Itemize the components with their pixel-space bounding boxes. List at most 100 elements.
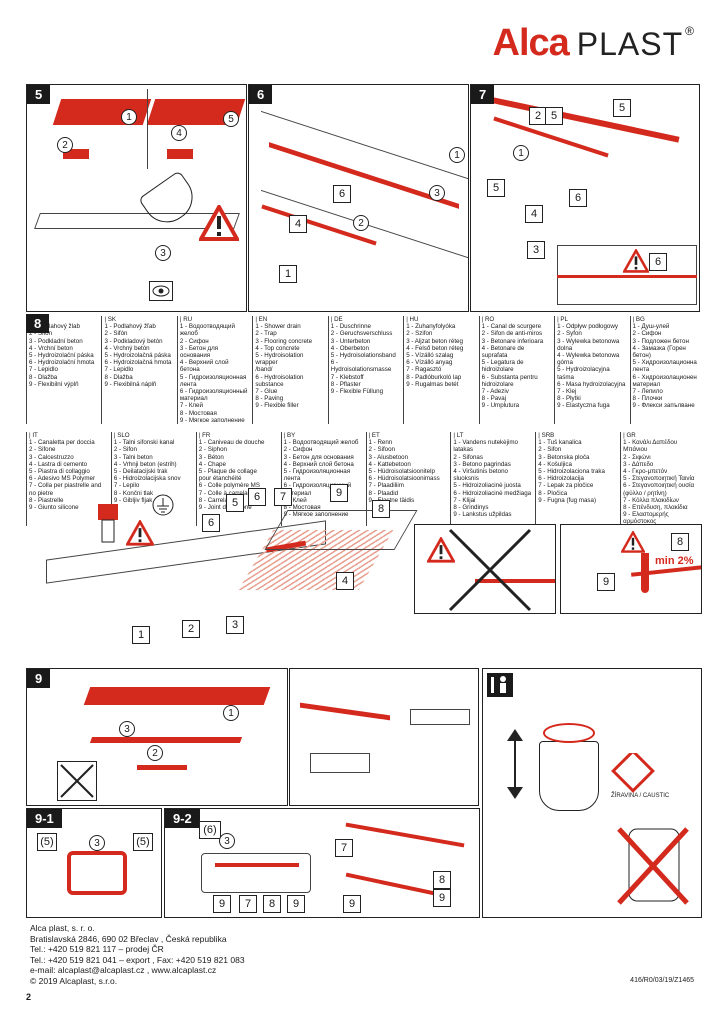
callout: 1	[121, 109, 137, 125]
legend-item: 4 - Viršutinis betono sluoksnis	[453, 468, 508, 483]
legend-item: 1 - Talni sifonski kanal	[113, 439, 175, 447]
legend-language: | SLO	[113, 432, 130, 440]
legend-item: 4 - Felső beton réteg	[406, 344, 464, 352]
legend-item: 9 - Lankstus užpildas	[453, 511, 512, 519]
callout: 3	[89, 835, 105, 851]
legend-item: 4 - Lastra di cemento	[29, 460, 88, 468]
legend-item: 2 - Sifón	[104, 330, 128, 338]
legend-item: 6 - Colle polymère MS	[198, 482, 260, 490]
ground-icon	[152, 494, 174, 516]
legend-language: | RU	[179, 316, 193, 323]
legend-item: 2 - Trap	[255, 330, 277, 338]
legend-item: 3 - Aljzat beton réteg	[406, 337, 463, 345]
callout: 5	[487, 179, 505, 197]
legend-item: 3 - Unterbeton	[330, 337, 371, 345]
legend-item: 8 - Paving	[255, 395, 284, 403]
panel-number: 5	[27, 85, 51, 104]
callout: 6	[569, 189, 587, 207]
legend-item: 7 - Colle à carrelage	[198, 489, 255, 497]
drain-grate-red	[52, 99, 152, 125]
siphon-insert	[539, 741, 599, 811]
legend-item: 9 - Флекси запълване	[632, 402, 695, 410]
legend-item: 7 - Plaadiliim	[368, 482, 404, 490]
legend-item: 6 - Hidroizoliacinė medžiaga	[453, 489, 532, 497]
legend-item: 4 - Košuljica	[538, 460, 572, 468]
page-number: 2	[26, 992, 32, 1002]
legend-item: 9 - Ελαστομερής αρμόστοκος	[623, 511, 669, 526]
legend-item: 1 - Podlahový žľab	[104, 323, 156, 331]
footer-line: © 2019 Alcaplast, s.r.o.	[30, 975, 118, 986]
legend-item: 5 - Hydroizolacyjna taśma	[557, 366, 610, 381]
legend-language: | SK	[104, 316, 117, 323]
caustic-icon	[611, 753, 655, 793]
legend-item: 5 - Piastra di collaggio	[29, 468, 90, 476]
footer-line: Tel.: +420 519 821 041 – export , Fax: +…	[30, 954, 245, 965]
company-footer: Alca plast, s. r. o. Bratislavská 2846, …	[30, 923, 245, 986]
callout: 8	[263, 895, 281, 913]
callout: (6)	[199, 821, 221, 839]
legend-item: 4 - Wylewka betonowa górna	[557, 352, 620, 367]
grate-frame	[310, 753, 370, 773]
caustic-label: ŽÍRAVINA / CAUSTIC	[611, 793, 670, 799]
legend-item: 8 - Επένδυση, πλακίδια	[623, 504, 688, 512]
legend-item: 5 - Στεγανοποιητική Ταινία	[623, 475, 695, 483]
document-reference: 416/R0/03/19/Z1465	[630, 977, 694, 984]
warning-icon	[427, 537, 455, 563]
legend-item: 1 - Caniveau de douche	[198, 439, 265, 447]
legend-item: 3 - Alusbetoon	[368, 453, 409, 461]
legend-item: 2 - Sifon de anti-miros	[481, 330, 543, 338]
legend-item: 9 - Fugna (fug masa)	[538, 496, 597, 504]
hydroisolation-layer	[557, 275, 697, 278]
callout: (5)	[37, 833, 57, 851]
legend-item: 7 - Κόλλα πλακιδίων	[623, 496, 679, 504]
person-icon	[487, 673, 513, 697]
legend-item: 5 - Deilatacijski trak	[113, 468, 168, 476]
legend-item: 6 - Hidroizolacija	[538, 475, 584, 483]
callout: 6	[649, 253, 667, 271]
legend-item: 2 - Сифон	[283, 446, 313, 454]
up-down-arrow-icon	[507, 729, 523, 799]
legend-item: 4 - Kattebetoon	[368, 460, 411, 468]
warning-icon	[126, 520, 154, 546]
grate-frame	[201, 853, 311, 893]
legend-item: 7 - Лепило	[632, 388, 663, 396]
callout: 6	[333, 185, 351, 203]
legend-item: 2 - Geruchsverschluss	[330, 330, 393, 338]
legend-language: | HU	[406, 316, 419, 323]
legend-item: 8 - Dlažba	[29, 373, 58, 381]
footer-line: Alca plast, s. r. o.	[30, 923, 95, 933]
callout: 3	[119, 721, 135, 737]
warning-icon	[621, 531, 645, 553]
callout: 7	[335, 839, 353, 857]
callout: 4	[336, 572, 354, 590]
legend-item: 6 - Hidroizolacijska snov	[113, 475, 181, 483]
legend-item: 3 - Δάπεδο	[623, 460, 654, 468]
legend-item: 7 - Klej	[557, 388, 577, 396]
legend-item: 8 - Plaadid	[368, 489, 399, 497]
legend-item: 3 - Béton	[198, 453, 224, 461]
brand-logo: Alca PLAST ®	[493, 22, 695, 65]
legend-item: 1 - Shower drain	[255, 323, 301, 331]
legend-item: 2 - Сифон	[179, 337, 209, 345]
legend-language: | SRB	[538, 432, 555, 440]
legend-item: 4 - Betonare de suprafata	[481, 344, 525, 360]
logo-alca: Alca	[492, 22, 570, 64]
legend-item: 3 - Betonska ploča	[538, 453, 590, 461]
legend-item: 3 - Betonare inferioara	[481, 337, 544, 345]
callout: 9	[343, 895, 361, 913]
panel-step-5: 5 1 2 3 4 5	[26, 84, 247, 312]
legend-item: 3 - Podkladní beton	[29, 337, 83, 345]
callout: 4	[525, 205, 543, 223]
prohibited-cleaner-icon	[617, 827, 689, 905]
legend-item: материал	[179, 395, 208, 403]
legend-item: 6 - Hydroizolační hmota	[29, 359, 95, 367]
warning-icon	[199, 205, 239, 241]
drain-grate-red	[345, 872, 445, 898]
footer-line: e-mail: alcaplast@alcaplast.cz , www.alc…	[30, 965, 217, 975]
panel-number: 9-1	[27, 809, 62, 828]
legend-item: 6 - Substanta pentru hidroizolare	[481, 373, 538, 388]
callout: 9	[433, 889, 451, 907]
